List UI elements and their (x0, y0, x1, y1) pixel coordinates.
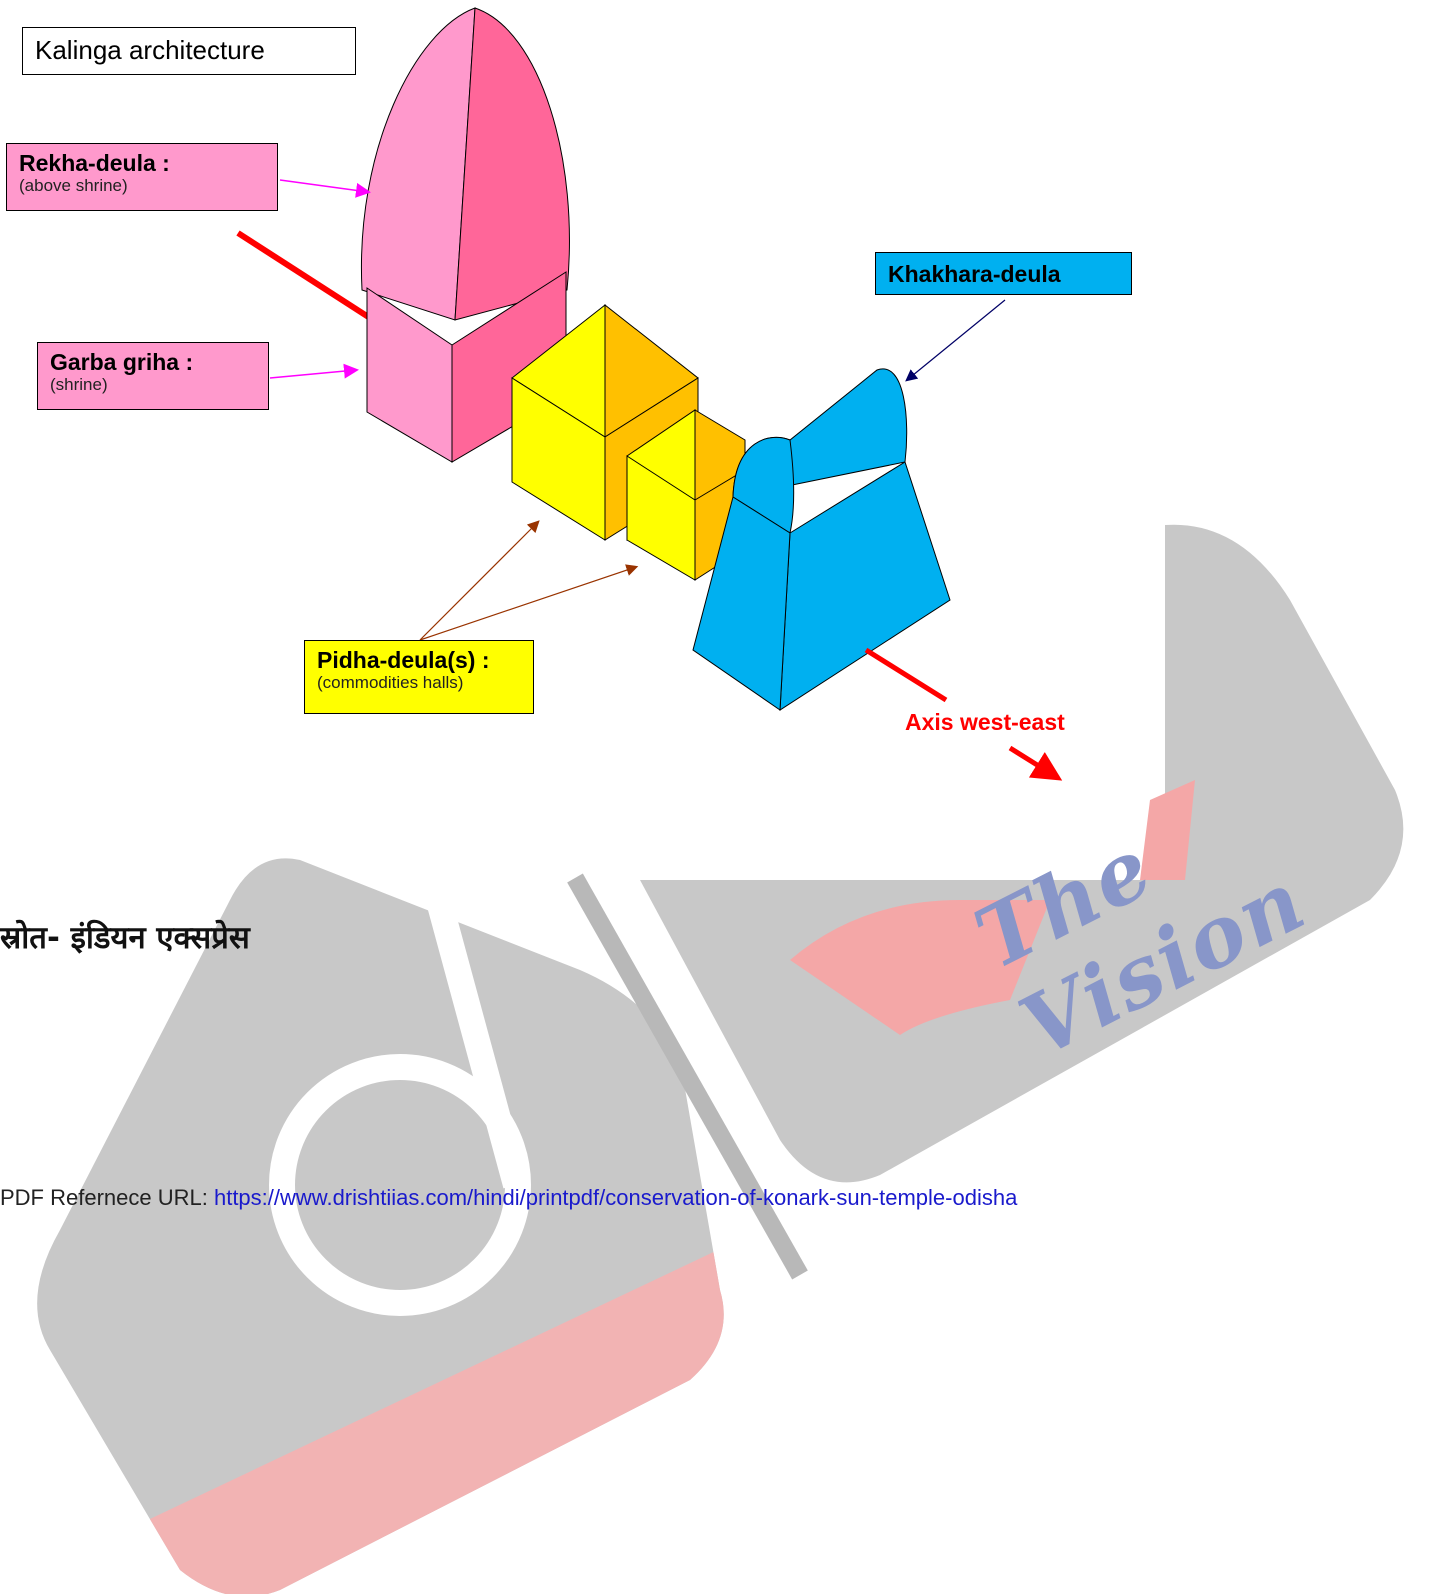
pidha-deula-subtitle: (commodities halls) (317, 673, 464, 693)
axis-line-east-arrow (1008, 745, 1063, 781)
rekha-deula-title: Rekha-deula : (19, 150, 170, 176)
khakhara-deula-shape (692, 368, 951, 711)
watermark-d-bowl (269, 1054, 531, 1316)
watermark-right-tile (640, 524, 1404, 1183)
garba-griha-title: Garba griha : (50, 349, 194, 375)
pdf-reference-label: PDF Refernece URL: (0, 1185, 214, 1210)
khakhara-pointer (905, 299, 1006, 382)
rekha-deula-subtitle: (above shrine) (19, 176, 128, 196)
garba-griha-label: Garba griha : (shrine) (37, 342, 269, 410)
pidha-pointer-2 (419, 564, 639, 641)
watermark-divider (567, 873, 808, 1280)
khakhara-deula-label: Khakhara-deula (875, 252, 1132, 295)
pdf-reference-link[interactable]: https://www.drishtiias.com/hindi/printpd… (213, 1185, 1018, 1210)
axis-line-east-upper (864, 647, 948, 703)
garba-griha-subtitle: (shrine) (50, 375, 108, 395)
rekha-pointer (279, 179, 371, 198)
source-credit: स्रोत- इंडियन एक्सप्रेस (0, 920, 250, 956)
temple-diagram (236, 7, 1063, 781)
pdf-reference: PDF Refernece URL: https://www.drishtiia… (0, 1185, 1017, 1211)
watermark-red-mark (790, 900, 1050, 1035)
axis-label: Axis west-east (905, 709, 1065, 735)
khakhara-deula-title: Khakhara-deula (888, 261, 1061, 287)
pidha-deula-title: Pidha-deula(s) : (317, 647, 490, 673)
watermark-d-stem (362, 661, 529, 1189)
garba-pointer (269, 363, 359, 379)
rekha-deula-label: Rekha-deula : (above shrine) (6, 143, 278, 211)
axis-line-west (236, 230, 372, 321)
pidha-deula-label: Pidha-deula(s) : (commodities halls) (304, 640, 534, 714)
diagram-title: Kalinga architecture (22, 27, 356, 75)
rekha-deula-shape (360, 7, 570, 463)
pidha-pointer-1 (419, 520, 540, 641)
